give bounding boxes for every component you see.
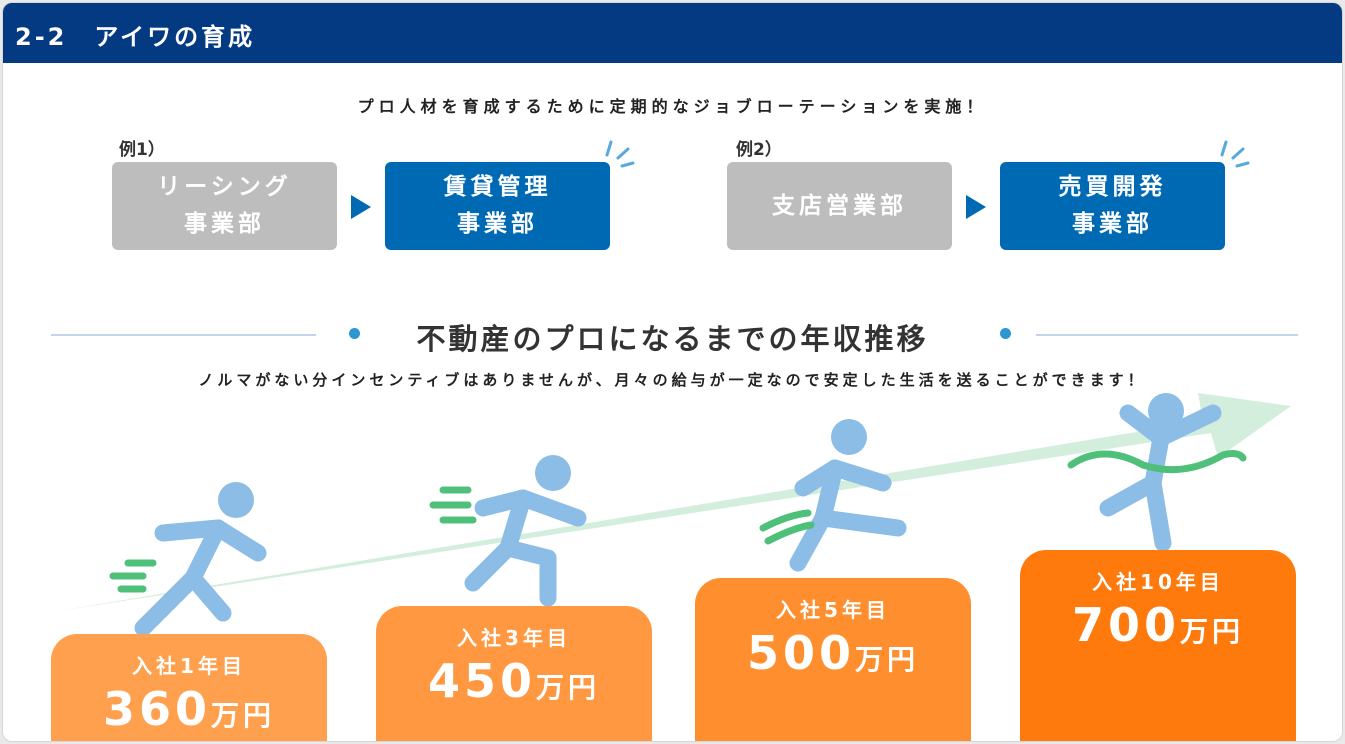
example-2-from: 支店営業部 (727, 162, 952, 250)
card-amount: 360万円 (51, 682, 327, 741)
example-1-from: リーシング事業部 (112, 162, 337, 250)
box-line: 賃貸管理 (443, 174, 552, 200)
example-2-label: 例2） (736, 140, 782, 160)
salary-card-year5: 入社5年目 500万円 (695, 578, 971, 741)
amount-value: 450 (427, 654, 536, 708)
arrow-right-icon (351, 195, 371, 219)
amount-unit: 万円 (536, 671, 601, 704)
bullet-dot (1000, 328, 1011, 339)
card-amount: 450万円 (376, 654, 652, 715)
card-amount: 700万円 (1020, 598, 1296, 659)
card-year: 入社5年目 (776, 598, 890, 622)
card-year: 入社1年目 (132, 654, 246, 678)
card-amount: 500万円 (695, 626, 971, 687)
salary-title: 不動産のプロになるまでの年収推移 (416, 322, 929, 356)
example-2-to: 売買開発事業部 (1000, 162, 1225, 250)
amount-unit: 万円 (855, 643, 920, 676)
example-1-to: 賃貸管理事業部 (385, 162, 610, 250)
sparkle-icon (605, 140, 1250, 168)
amount-unit: 万円 (1180, 615, 1245, 648)
runner-goal-icon (1099, 393, 1222, 552)
intro-text: プロ人材を育成するために定期的なジョブローテーションを実施！ (357, 97, 988, 116)
card-year: 入社10年目 (1092, 570, 1224, 594)
divider (51, 334, 316, 336)
box-line: 事業部 (184, 211, 265, 237)
runner-icon (464, 455, 587, 607)
amount-unit: 万円 (211, 699, 276, 732)
box-line: 事業部 (1072, 211, 1153, 237)
runner-icon (789, 419, 907, 572)
bullet-dot (349, 328, 360, 339)
example-1-label: 例1） (119, 140, 165, 160)
box-line: 支店営業部 (772, 192, 907, 219)
divider (1036, 334, 1298, 336)
salary-card-year10: 入社10年目 700万円 (1020, 550, 1296, 741)
salary-card-year1: 入社1年目 360万円 (51, 634, 327, 741)
salary-subtitle: ノルマがない分インセンティブはありませんが、月々の給与が一定なので安定した生活を… (198, 371, 1147, 389)
amount-value: 360 (102, 682, 211, 736)
box-line: 事業部 (457, 211, 538, 237)
section-header: 2-2 アイワの育成 (3, 3, 1342, 63)
amount-value: 500 (746, 626, 855, 680)
amount-value: 700 (1071, 598, 1180, 652)
arrow-right-icon (966, 195, 986, 219)
card-year: 入社3年目 (457, 626, 571, 650)
runner-icon (134, 482, 267, 637)
salary-card-year3: 入社3年目 450万円 (376, 606, 652, 741)
box-line: リーシング (157, 174, 292, 200)
speed-lines-icon (109, 450, 1247, 593)
box-line: 売買開発 (1058, 174, 1167, 200)
illustration (58, 140, 1291, 637)
